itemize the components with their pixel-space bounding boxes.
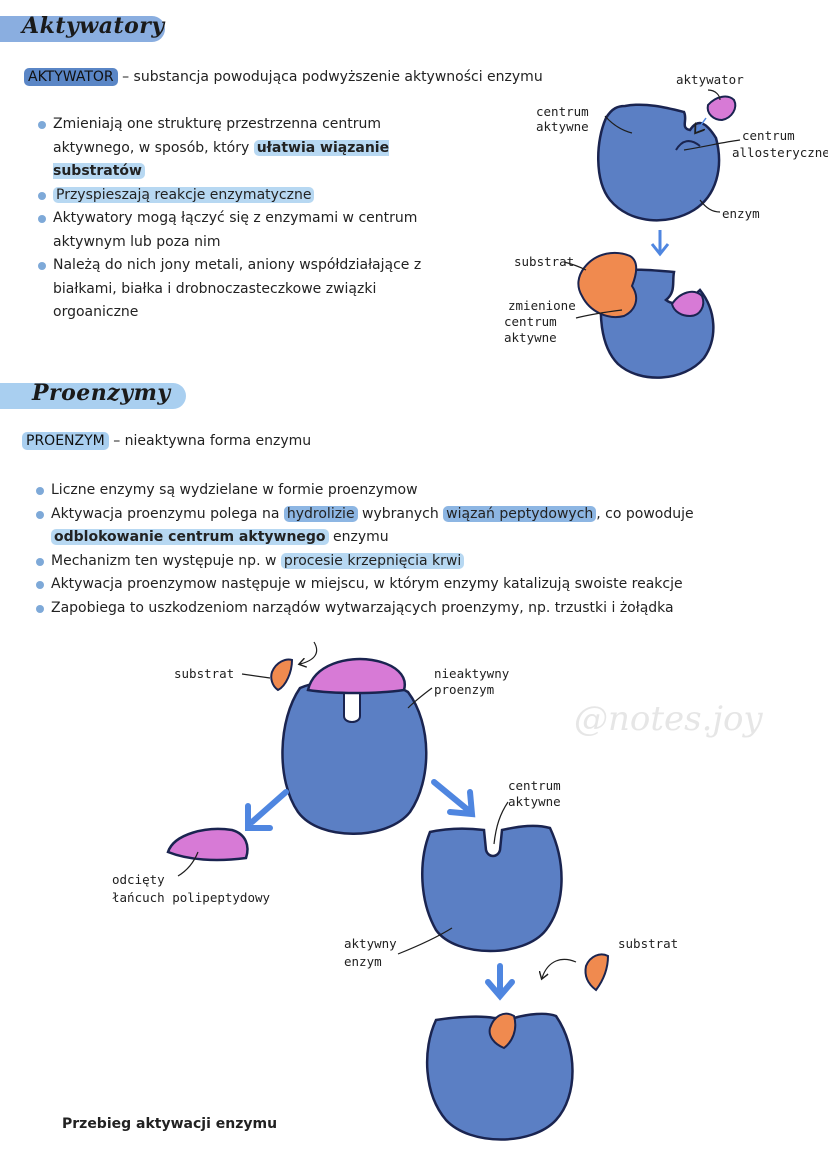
leader-line xyxy=(699,199,721,213)
list-item: Aktywacja proenzymu polega na hydrolizie… xyxy=(36,503,806,550)
section-title: Aktywatory xyxy=(22,13,165,39)
section-title: Proenzymy xyxy=(32,380,171,406)
leader-line xyxy=(177,851,199,877)
down-right-arrow xyxy=(431,779,476,818)
proenzyme-shape xyxy=(281,678,428,835)
bullet-list: Zmieniają one strukturę przestrzenna cen… xyxy=(38,113,438,325)
definition: AKTYWATOR – substancja powodująca podwyż… xyxy=(24,68,543,86)
list-item: Zapobiega to uszkodzeniom narządów wytwa… xyxy=(36,597,806,621)
activator-shape xyxy=(670,290,705,318)
allosteric-site-label: allosteryczne xyxy=(732,145,828,160)
active-enzyme-shape xyxy=(421,824,563,953)
down-arrow xyxy=(485,963,515,1001)
definition-text: – substancja powodująca podwyższenie akt… xyxy=(122,69,543,85)
leader-line xyxy=(241,673,271,679)
allosteric-site-label: centrum xyxy=(742,128,795,143)
down-arrow xyxy=(650,230,670,257)
active-site-label: aktywne xyxy=(508,794,561,809)
leader-line xyxy=(493,801,509,845)
substrate-label: substrat xyxy=(618,936,678,951)
small-arrow xyxy=(696,117,707,132)
enzyme-shape xyxy=(597,103,721,222)
section-title-bar xyxy=(0,383,186,409)
list-item: Liczne enzymy są wydzielane w formie pro… xyxy=(36,479,806,503)
list-item: Przyspieszają reakcje enzymatyczne xyxy=(38,184,438,208)
leader-line xyxy=(575,309,623,319)
inactive-proenzyme-label: proenzym xyxy=(434,682,494,697)
activator-label: aktywator xyxy=(676,72,744,87)
list-item: Aktywacja proenzymow następuje w miejscu… xyxy=(36,573,806,597)
changed-active-site-label: centrum xyxy=(504,314,557,329)
curved-arrow xyxy=(542,958,577,978)
term-badge: AKTYWATOR xyxy=(24,68,118,86)
list-item: Zmieniają one strukturę przestrzenna cen… xyxy=(38,113,438,184)
leader-line xyxy=(683,139,741,151)
active-enzyme-label: enzym xyxy=(344,954,382,969)
enzyme-substrate-shape xyxy=(425,1012,574,1141)
cut-chain-label: łańcuch polipeptydowy xyxy=(112,890,271,905)
watermark: @notes.joy xyxy=(574,699,763,739)
leader-line xyxy=(707,89,721,101)
substrate-label: substrat xyxy=(514,254,574,269)
substrate-shape xyxy=(270,658,294,692)
active-site-label: aktywne xyxy=(536,119,589,134)
leader-line xyxy=(563,261,587,271)
changed-active-site-label: aktywne xyxy=(504,330,557,345)
changed-active-site-label: zmienione xyxy=(508,298,576,313)
down-left-arrow xyxy=(245,789,289,831)
polypeptide-shape xyxy=(166,827,249,862)
substrate-shape xyxy=(584,953,610,992)
bullet-list: Liczne enzymy są wydzielane w formie pro… xyxy=(36,479,806,620)
list-item: Należą do nich jony metali, aniony współ… xyxy=(38,254,438,325)
leader-line xyxy=(407,687,433,709)
inactive-proenzyme-label: nieaktywny xyxy=(434,666,510,681)
section-title-bar xyxy=(0,16,165,42)
leader-line xyxy=(604,115,633,134)
active-site-label: centrum xyxy=(536,104,589,119)
polypeptide-shape xyxy=(306,657,406,695)
definition: PROENZYM – nieaktywna forma enzymu xyxy=(22,432,312,450)
figure-caption: Przebieg aktywacji enzymu xyxy=(62,1116,278,1132)
active-site-label: centrum xyxy=(508,778,561,793)
cut-chain-label: odcięty xyxy=(112,872,165,887)
active-enzyme-label: aktywny xyxy=(344,936,397,951)
definition-text: – nieaktywna forma enzymu xyxy=(113,433,312,449)
substrate-label: substrat xyxy=(174,666,234,681)
activator-shape xyxy=(706,95,737,122)
list-item: Aktywatory mogą łączyć się z enzymami w … xyxy=(38,207,438,254)
substrate-shape xyxy=(577,251,638,318)
curved-arrow xyxy=(300,641,318,664)
leader-line xyxy=(397,927,453,955)
list-item: Mechanizm ten występuje np. w procesie k… xyxy=(36,550,806,574)
term-badge: PROENZYM xyxy=(22,432,109,450)
enzyme-label: enzym xyxy=(722,206,760,221)
